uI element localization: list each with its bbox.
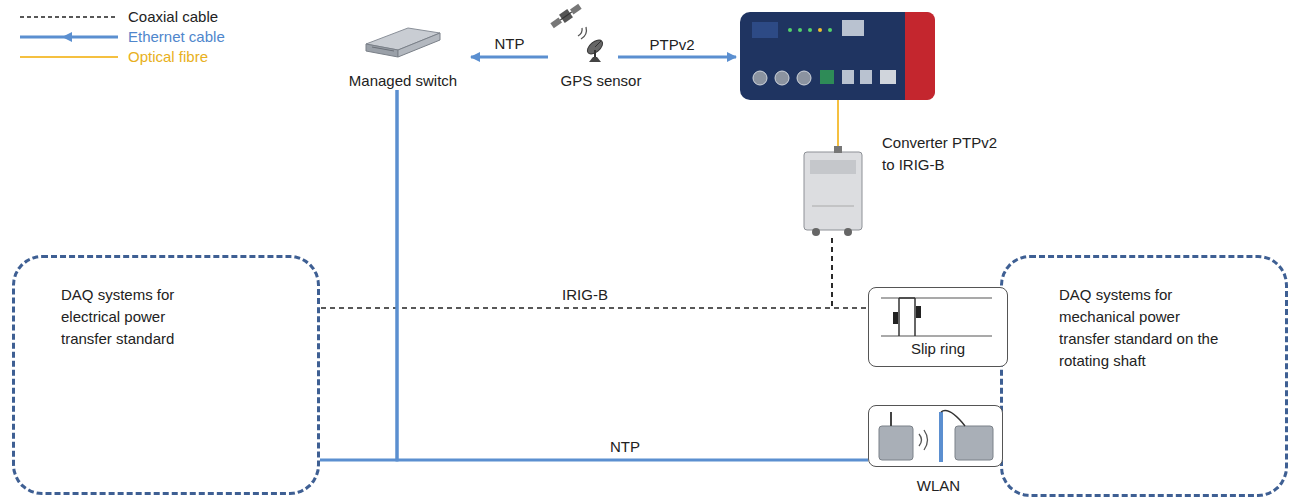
legend-text: Optical fibre (128, 48, 208, 65)
daq-region: DAQ systems for electrical power transfe… (12, 255, 320, 495)
gps-dish-icon (585, 37, 605, 62)
legend-line-sample (20, 16, 118, 18)
node-text: Converter PTPv2 to IRIG-B (882, 132, 1000, 176)
gps-node: GPS sensor (548, 24, 654, 90)
connector (832, 238, 868, 308)
satellite-icon-part (570, 4, 582, 15)
converter-icon-part (812, 206, 854, 207)
signal-waves (578, 27, 586, 39)
time-server-device-part (753, 71, 767, 85)
wlan-icon-part (924, 430, 928, 450)
converter-icon-part (810, 160, 856, 174)
time-server-device-part (797, 71, 811, 85)
wlan-icon-part (941, 411, 965, 426)
satellite-icon-part (550, 18, 562, 29)
time-server-device-part (740, 12, 935, 100)
gps-dish-icon-part (595, 41, 601, 47)
slip-ring-icon-part (899, 297, 915, 299)
slip-ring-icon-part (914, 298, 916, 336)
wlan-icon-part (919, 434, 922, 446)
time-server-device-part (880, 70, 896, 84)
signal-label: PTPv2 (649, 36, 694, 53)
slip-ring-icon-part (881, 297, 992, 298)
time-server-device (740, 12, 935, 100)
legend-line-sample (20, 56, 118, 58)
connector (320, 90, 397, 460)
node-text: DAQ systems for mechanical power transfe… (1059, 284, 1221, 372)
daq-region: DAQ systems for mechanical power transfe… (1000, 255, 1288, 497)
satellite-icon-part (559, 9, 573, 23)
signal-waves-part (581, 27, 586, 39)
slip-ring-box: Slip ring (868, 287, 1008, 367)
ptp-link (618, 56, 736, 59)
edge-label: NTP (492, 35, 528, 52)
time-server-device-part (860, 70, 872, 84)
slip-ring-icon-part (893, 312, 898, 324)
connector (471, 56, 548, 59)
switch-icon-part (372, 47, 394, 51)
switch-icon-part (366, 44, 398, 57)
time-server-device-part (818, 28, 822, 32)
node-text: DAQ systems for electrical power transfe… (61, 284, 199, 350)
time-server-device-part (775, 71, 789, 85)
converter-node: Converter PTPv2 to IRIG-B (800, 128, 1012, 238)
node-text: GPS sensor (548, 71, 654, 90)
switch-icon-part (398, 33, 440, 57)
legend-samples (0, 0, 130, 70)
wlan-icon-part (955, 426, 993, 460)
satellite-icon-part (560, 12, 571, 20)
switch-node: Managed switch (335, 24, 471, 90)
wlan-icon-part (939, 412, 943, 462)
slip-ring-icon-part (916, 306, 921, 318)
time-server-device-part (820, 70, 834, 84)
optical-fibre (837, 100, 839, 146)
time-server-device-part (905, 12, 935, 100)
wlan-frame (868, 405, 1003, 467)
wlan-icon-part (879, 426, 913, 460)
converter-icon-part (804, 152, 862, 230)
converter-icon-part (834, 146, 842, 153)
time-server-device-part (808, 28, 812, 32)
converter-icon-part (812, 228, 820, 236)
gps-dish-icon-part (589, 57, 601, 62)
time-server-device-part (842, 70, 854, 84)
slip-ring-icon-part (898, 298, 900, 336)
legend-arrowhead (62, 32, 72, 42)
legend-text: Coaxial cable (128, 8, 218, 25)
converter-icon (802, 146, 864, 238)
edge-label: IRIG-B (559, 286, 611, 303)
wlan-icon (869, 406, 1004, 468)
time-server-device-part (752, 22, 778, 38)
time-server-device-part (798, 28, 802, 32)
node-text: Slip ring (869, 339, 1007, 358)
time-server-device-part (788, 28, 792, 32)
wlan-icon-part (890, 412, 892, 426)
legend-text: Ethernet cable (128, 28, 225, 45)
time-server-device-part (842, 20, 864, 36)
node-text: Managed switch (335, 71, 471, 90)
time-server-device-part (905, 12, 913, 100)
time-server-device-part (828, 28, 832, 32)
edge-label: NTP (607, 438, 643, 455)
connector (397, 90, 868, 460)
slip-ring-icon-part (881, 335, 992, 336)
signal-waves-part (578, 28, 582, 36)
satellite-icon (549, 2, 583, 30)
slip-ring-icon (869, 288, 1004, 346)
node-text: WLAN (868, 476, 1009, 495)
wlan-box: WLAN (868, 405, 1009, 495)
converter-icon-part (844, 228, 852, 236)
switch-icon (366, 28, 440, 57)
